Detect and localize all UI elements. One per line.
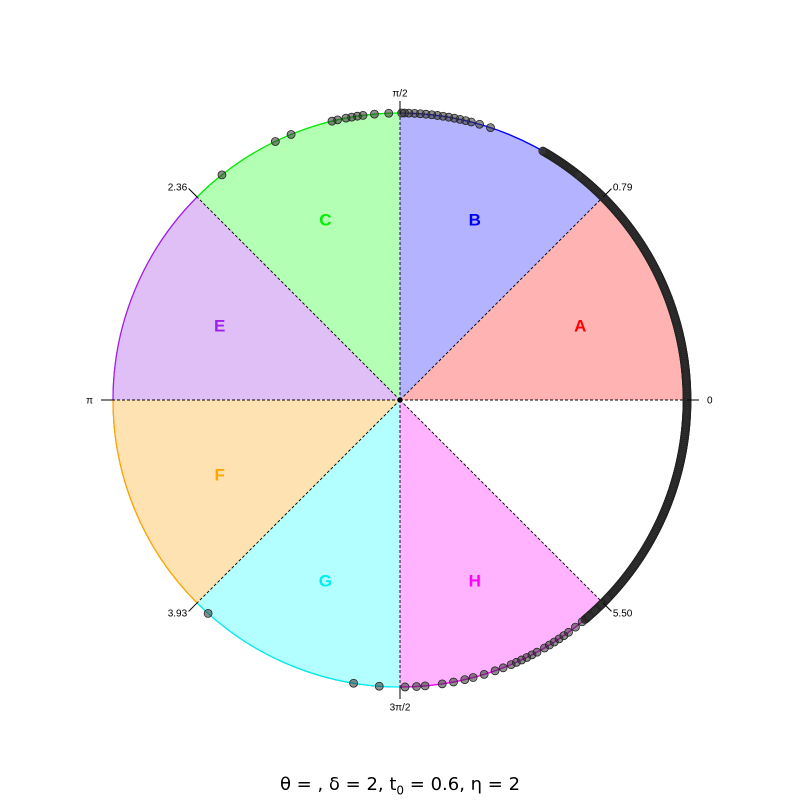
sector-label-c: C [319, 211, 331, 230]
sector-label-g: G [319, 571, 332, 590]
axis-tick-label-6: 3π/2 [390, 703, 411, 714]
data-point [602, 593, 612, 603]
sector-arc-f [112, 400, 198, 604]
data-point [479, 669, 489, 679]
boundary-line-3 [196, 196, 401, 401]
data-point [349, 678, 358, 688]
data-point [374, 681, 384, 691]
data-point [437, 679, 447, 689]
sector-g [197, 400, 401, 687]
sector-h [400, 400, 603, 687]
sector-label-a: A [574, 316, 586, 335]
data-point [538, 146, 548, 156]
axis-tick-label-5: 3.93 [168, 608, 188, 619]
data-point [412, 682, 421, 691]
data-point [584, 611, 594, 621]
sector-a [400, 197, 687, 400]
boundary-line-7 [399, 399, 604, 604]
sector-label-h: H [469, 571, 481, 590]
chart-caption: θ = , δ = 2, t0 = 0.6, η = 2 [0, 774, 800, 798]
axis-tick-1 [602, 188, 612, 198]
axis-tick-5 [188, 602, 198, 612]
sector-e [113, 197, 400, 401]
data-point [203, 609, 213, 618]
sector-label-layer: A B C E F G H [214, 211, 586, 591]
sector-arc-e [112, 196, 198, 401]
caption-rest: = 0.6, η = 2 [404, 774, 521, 795]
data-point [384, 108, 394, 118]
data-point [370, 109, 379, 119]
sector-b [399, 113, 604, 400]
tick-layer: 0 0.79 π/2 2.36 π 3.93 3π/2 5.50 [86, 89, 713, 714]
data-point [486, 123, 495, 133]
axis-tick-label-4: π [86, 396, 93, 407]
sector-f [113, 400, 400, 603]
data-point [460, 675, 470, 684]
data-point [217, 170, 227, 180]
sector-arc-g [196, 602, 401, 688]
data-point [574, 170, 583, 180]
sector-layer [112, 112, 688, 688]
data-point [532, 647, 542, 657]
boundary-line-5 [196, 399, 401, 604]
caption-t-subscript: 0 [396, 783, 405, 798]
sector-label-f: F [215, 466, 225, 485]
axis-tick-3 [188, 188, 198, 198]
sector-label-e: E [214, 316, 225, 335]
data-point [571, 622, 580, 632]
caption-theta: θ = [279, 774, 318, 795]
data-point [490, 666, 500, 676]
data-point [590, 606, 600, 615]
data-point [341, 113, 351, 123]
data-point [327, 116, 337, 126]
data-point [270, 137, 280, 146]
data-point [400, 682, 410, 692]
sector-label-b: B [469, 211, 481, 230]
data-point [468, 673, 478, 682]
axis-tick-label-2: π/2 [392, 89, 408, 100]
axis-tick-label-3: 2.36 [168, 183, 188, 194]
data-point [564, 627, 573, 637]
axis-tick-7 [602, 602, 612, 612]
data-point [420, 681, 430, 691]
axis-tick-label-1: 0.79 [613, 183, 633, 194]
data-point [449, 677, 458, 687]
data-point [397, 108, 407, 118]
data-point [475, 119, 484, 129]
caption-delta: , δ = 2, t [317, 774, 397, 795]
boundary-line-1 [399, 196, 604, 401]
data-point [577, 617, 587, 627]
data-point [498, 663, 508, 673]
data-point [596, 600, 606, 609]
center-point [397, 397, 403, 403]
axis-tick-label-7: 5.50 [613, 608, 633, 619]
points-layer [203, 108, 692, 692]
data-point [286, 130, 296, 139]
axis-tick-label-0: 0 [707, 396, 713, 407]
sector-c [197, 113, 400, 400]
